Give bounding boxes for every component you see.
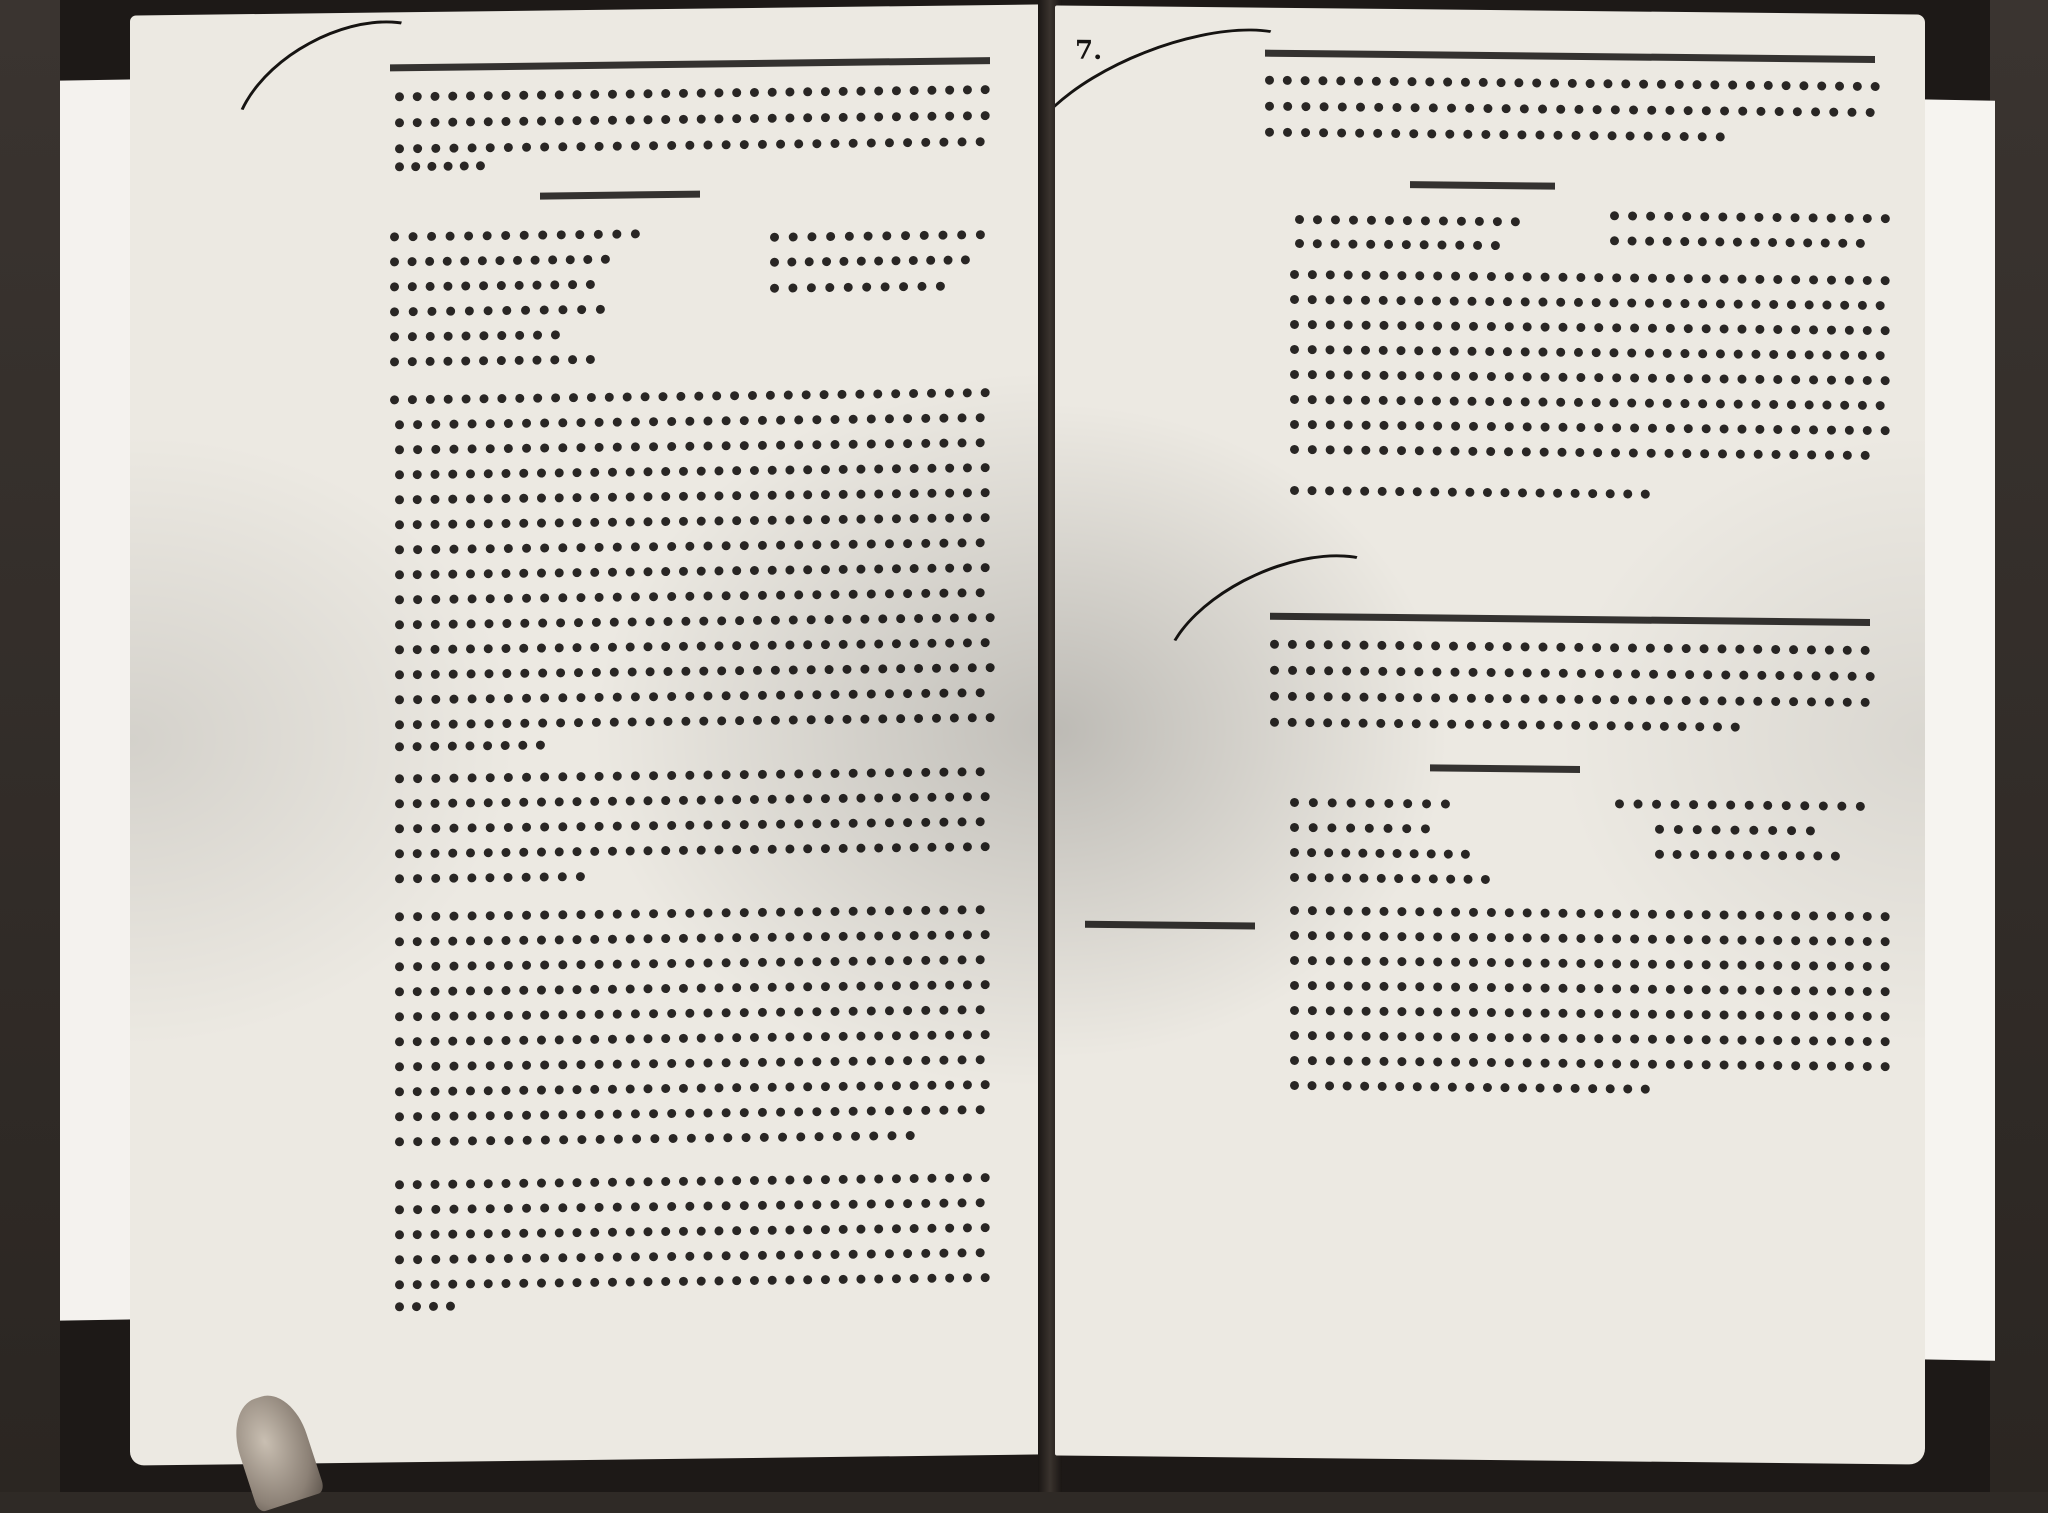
right-page-edge bbox=[1915, 99, 1995, 1361]
heading-flourish bbox=[204, 4, 482, 227]
right-page: 7. bbox=[1055, 5, 1925, 1465]
heading-flourish-2 bbox=[1138, 521, 1428, 751]
page-number: 7. bbox=[1075, 35, 1103, 66]
left-page-edge bbox=[60, 79, 135, 1321]
left-page bbox=[130, 4, 1045, 1466]
